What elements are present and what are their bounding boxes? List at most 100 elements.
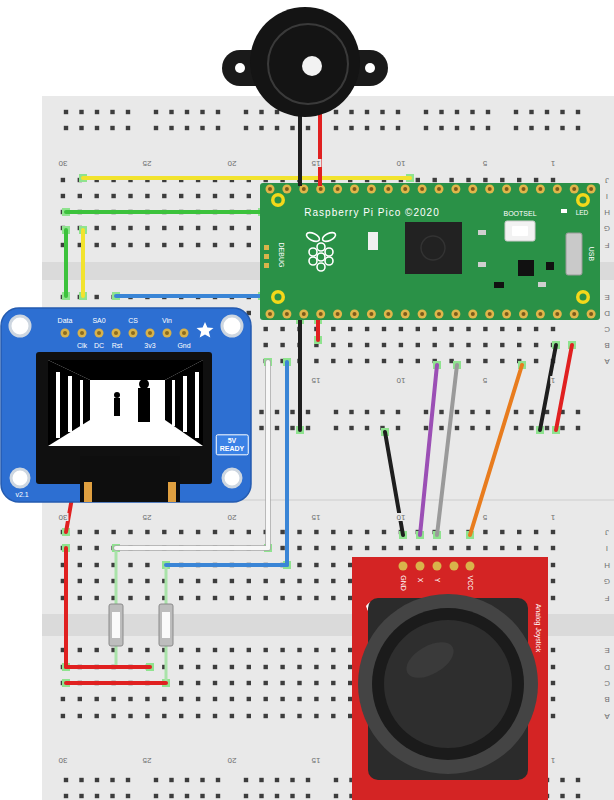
oled-picture <box>195 372 199 438</box>
breadboard-hole <box>128 714 132 718</box>
breadboard-hole <box>576 426 580 430</box>
castellated-pin <box>519 310 528 319</box>
castellated-pin <box>468 185 477 194</box>
breadboard-hole <box>200 794 204 798</box>
pin-label: 3v3 <box>144 342 155 349</box>
oled-picture <box>139 379 149 389</box>
breadboard-hole <box>331 530 335 534</box>
breadboard-hole <box>517 343 521 347</box>
breadboard-hole <box>213 697 217 701</box>
castellated-pin <box>384 310 393 319</box>
breadboard-hole <box>297 546 301 550</box>
raspberry-logo <box>305 231 321 243</box>
castellated-pin <box>538 187 542 191</box>
breadboard-hole <box>95 194 99 198</box>
smd-part <box>478 262 486 267</box>
castellated-pin <box>353 312 357 316</box>
breadboard-hole <box>79 126 83 130</box>
breadboard-hole <box>95 295 99 299</box>
breadboard-hole <box>196 194 200 198</box>
row-letter: J <box>604 176 610 184</box>
breadboard-hole <box>154 778 158 782</box>
breadboard-hole <box>424 410 428 414</box>
header-pin <box>61 329 70 338</box>
breadboard-hole <box>128 530 132 534</box>
breadboard-hole <box>500 530 504 534</box>
breadboard-hole <box>79 794 83 798</box>
castellated-pin <box>418 310 427 319</box>
breadboard-hole <box>145 563 149 567</box>
smd-part <box>368 232 378 250</box>
breadboard-hole <box>334 410 338 414</box>
breadboard-hole <box>297 530 301 534</box>
castellated-pin <box>468 310 477 319</box>
breadboard-hole <box>213 530 217 534</box>
breadboard-hole <box>290 778 294 782</box>
breadboard-hole <box>128 194 132 198</box>
castellated-pin <box>367 185 376 194</box>
breadboard-hole <box>128 226 132 230</box>
breadboard-hole <box>275 426 279 430</box>
castellated-pin <box>435 310 444 319</box>
oled-display-board: DataSA0CSVinClkDCRst3v3Gnd5V READYv2.1 <box>1 308 251 502</box>
breadboard-hole <box>247 530 251 534</box>
breadboard-hole <box>314 546 318 550</box>
castellated-pin <box>268 312 272 316</box>
castellated-pin <box>553 185 562 194</box>
breadboard-hole <box>529 126 533 130</box>
breadboard-hole <box>455 110 459 114</box>
breadboard-hole <box>306 794 310 798</box>
breadboard-hole <box>416 343 420 347</box>
row-letter: I <box>605 192 609 200</box>
breadboard-hole <box>78 596 82 600</box>
row-letter: E <box>603 646 610 654</box>
breadboard-hole <box>382 359 386 363</box>
breadboard-hole <box>348 579 352 583</box>
breadboard-hole <box>551 648 555 652</box>
breadboard-hole <box>78 546 82 550</box>
button-leg <box>115 646 118 667</box>
breadboard-hole <box>306 426 310 430</box>
castellated-pin <box>454 187 458 191</box>
castellated-pin <box>367 310 376 319</box>
breadboard-hole <box>196 226 200 230</box>
breadboard-hole <box>424 126 428 130</box>
board-title: Analog Joystick <box>535 604 542 653</box>
breadboard-hole <box>280 648 284 652</box>
header-pin <box>61 329 70 338</box>
breadboard-hole <box>247 194 251 198</box>
castellated-pin <box>435 310 444 319</box>
breadboard-hole <box>486 410 490 414</box>
castellated-pin <box>471 187 475 191</box>
breadboard-hole <box>145 194 149 198</box>
breadboard-hole <box>95 243 99 247</box>
castellated-pin <box>285 187 289 191</box>
raspberry-logo <box>325 257 333 265</box>
breadboard-hole <box>348 359 352 363</box>
castellated-pin <box>572 187 576 191</box>
breadboard-hole <box>486 126 490 130</box>
push-button <box>159 604 173 646</box>
breadboard-hole <box>396 426 400 430</box>
breadboard-hole <box>280 579 284 583</box>
castellated-pin <box>485 310 494 319</box>
breadboard-hole <box>297 665 301 669</box>
breadboard-hole <box>433 343 437 347</box>
jumper-wire <box>265 362 271 548</box>
led-label: LED <box>576 210 589 217</box>
breadboard-hole <box>331 714 335 718</box>
breadboard-hole <box>196 579 200 583</box>
breadboard-hole <box>424 426 428 430</box>
breadboard-hole <box>213 596 217 600</box>
castellated-pin <box>316 310 325 319</box>
breadboard-hole <box>196 665 200 669</box>
breadboard-hole <box>64 778 68 782</box>
castellated-pin <box>268 187 272 191</box>
castellated-pin <box>505 312 509 316</box>
jumper-wire <box>316 320 320 340</box>
breadboard-hole <box>247 226 251 230</box>
breadboard-hole <box>348 714 352 718</box>
breadboard-hole <box>264 327 268 331</box>
breadboard-hole <box>380 410 384 414</box>
buzzer-lead <box>318 112 322 186</box>
